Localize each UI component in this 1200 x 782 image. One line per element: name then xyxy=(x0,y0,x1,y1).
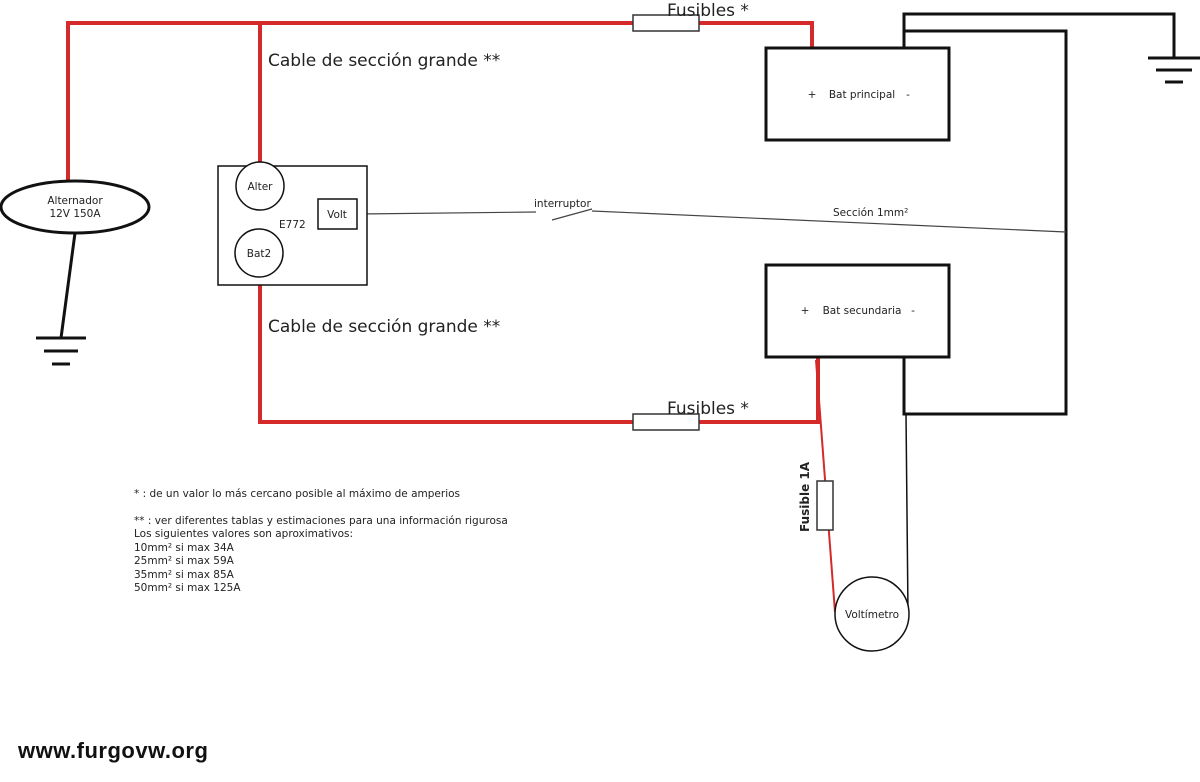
wire-alternator-to-main-battery xyxy=(66,21,814,182)
battery-secondary-minus: - xyxy=(911,305,915,317)
relay-model: E772 xyxy=(279,219,306,231)
voltmeter-label: Voltímetro xyxy=(845,609,899,621)
switch-blade xyxy=(551,208,593,221)
note-value: 25mm² si max 59A xyxy=(134,555,234,567)
alternator-rating: 12V 150A xyxy=(49,208,101,220)
note-approx: Los siguientes valores son aproximativos… xyxy=(134,528,354,540)
wire-section-label: Sección 1mm² xyxy=(833,207,908,219)
note-cable: ** : ver diferentes tablas y estimacione… xyxy=(134,514,508,527)
voltmeter xyxy=(834,576,910,652)
alternator xyxy=(0,179,151,235)
battery-main-label: Bat principal xyxy=(829,89,895,101)
fuse-top xyxy=(632,14,700,32)
note-value: 50mm² si max 125A xyxy=(134,582,241,594)
notes-block: * : de un valor lo más cercano posible a… xyxy=(134,488,508,596)
fuses-top-label: Fusibles * xyxy=(667,1,749,21)
switch-label: interruptor xyxy=(534,198,591,210)
watermark: www.furgovw.org xyxy=(18,738,209,763)
cable-top-label: Cable de sección grande ** xyxy=(268,51,500,71)
battery-secondary-label: Bat secundaria xyxy=(823,305,902,317)
battery-main xyxy=(764,46,951,142)
ground-wires xyxy=(59,12,1176,416)
ground-symbol-alternator xyxy=(36,336,86,366)
fuse-bottom xyxy=(632,413,700,431)
cable-bottom-label: Cable de sección grande ** xyxy=(268,317,500,337)
battery-secondary-plus: + xyxy=(801,305,810,317)
fuse-1a-label: Fusible 1A xyxy=(798,461,812,532)
relay-volt-label: Volt xyxy=(327,209,347,221)
relay-alter-label: Alter xyxy=(248,181,274,193)
battery-main-minus: - xyxy=(906,89,910,101)
wire-voltmeter-ground xyxy=(905,413,909,613)
power-wires xyxy=(66,21,836,613)
relay-alter-terminal xyxy=(235,161,285,211)
wire-alternator-ground xyxy=(59,232,77,339)
relay-bat2-terminal xyxy=(234,228,284,278)
note-value: 35mm² si max 85A xyxy=(134,568,234,581)
ground-symbol-top xyxy=(1148,56,1200,84)
relay-volt-terminal xyxy=(317,198,358,230)
battery-secondary xyxy=(764,263,951,359)
alternator-label: Alternador xyxy=(47,195,103,207)
fuse-1a xyxy=(816,480,834,531)
battery-main-plus: + xyxy=(808,89,817,101)
signal-wire xyxy=(356,208,1067,233)
relay-bat2-label: Bat2 xyxy=(247,248,271,260)
wire-chassis-link xyxy=(902,29,1068,416)
note-value: 10mm² si max 34A xyxy=(134,541,234,554)
note-fuse: * : de un valor lo más cercano posible a… xyxy=(134,488,461,500)
fuses-bottom-label: Fusibles * xyxy=(667,399,749,419)
